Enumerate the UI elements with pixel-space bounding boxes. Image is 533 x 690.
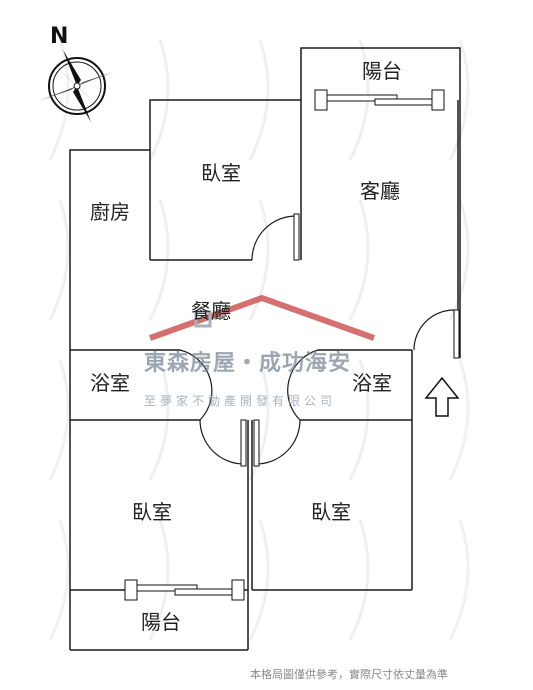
room-label-bedroom-top: 臥室 [201,161,241,185]
watermark-brand-text: 東森房屋・成功海安 [144,350,351,376]
compass-rose-icon: N [41,24,113,122]
entrance-arrow-icon [424,376,460,417]
room-label-dining-room: 餐廳 [191,299,231,323]
door-bathroom-left [179,349,213,421]
room-label-balcony-bottom: 陽台 [141,610,181,634]
background-watermark-pattern [48,39,470,641]
disclaimer-text: 本格局圖僅供參考，實際尺寸依丈量為準 [250,667,448,681]
room-label-bathroom-right: 浴室 [352,371,392,395]
sliding-door-bottom-balcony [124,579,245,601]
room-label-bedroom-bottom-right: 臥室 [311,500,351,524]
room-label-balcony-top: 陽台 [362,59,402,83]
door-entrance [413,309,460,359]
room-label-living-room: 客廳 [360,179,400,203]
door-bedroom-top [251,213,300,261]
door-bedroom-bottom-left [199,419,247,467]
room-label-kitchen: 廚房 [90,200,130,224]
room-label-bedroom-bottom-left: 臥室 [132,500,172,524]
watermark-company-text: 至夢家不動產開發有限公司 [144,393,336,408]
room-label-bathroom-left: 浴室 [90,371,130,395]
door-bathroom-right [287,349,319,421]
walls [69,47,461,651]
compass-north-label: N [50,24,68,49]
watermark-logo: 東森房屋・成功海安 至夢家不動產開發有限公司 [144,294,376,408]
sliding-door-top-balcony [314,89,445,111]
door-bedroom-bottom-right [253,419,301,467]
